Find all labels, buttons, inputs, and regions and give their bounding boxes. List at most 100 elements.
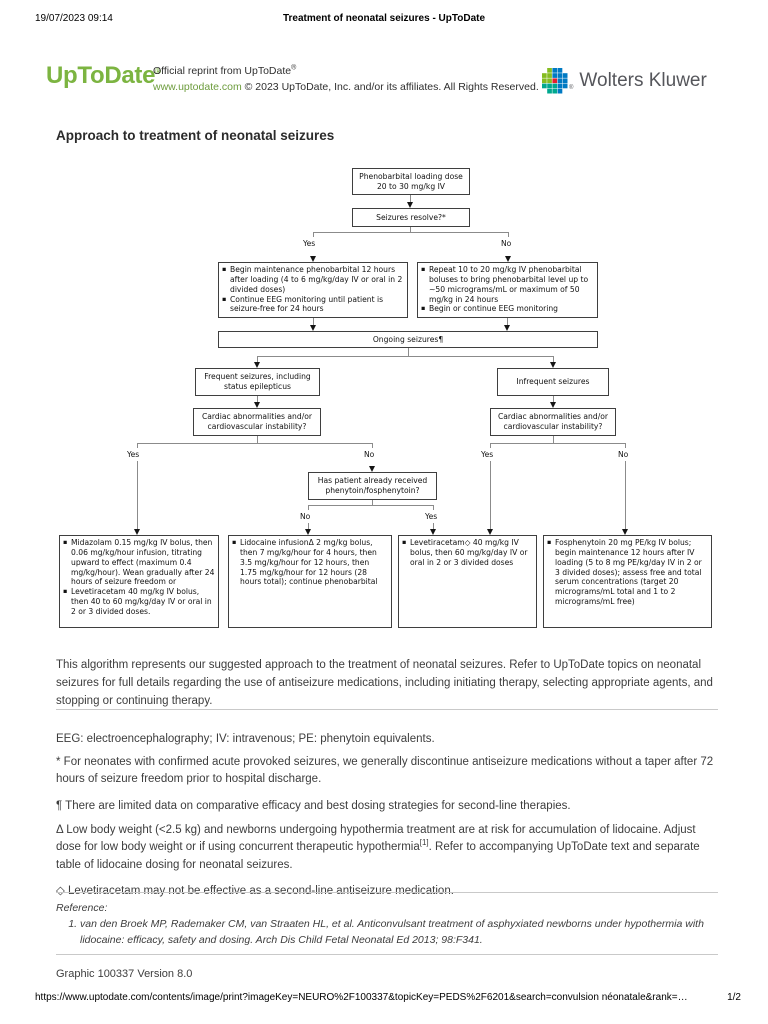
list-item: Lidocaine infusionΔ 2 mg/kg bolus, then … (232, 538, 388, 587)
divider (56, 954, 718, 955)
flow-line (308, 523, 309, 529)
flow-arrow (304, 529, 311, 535)
list-item: van den Broek MP, Rademaker CM, van Stra… (80, 917, 718, 949)
flow-arrow (549, 362, 556, 368)
list-item: Continue EEG monitoring until patient is… (222, 295, 404, 315)
list-item: Repeat 10 to 20 mg/kg IV phenobarbital b… (421, 265, 594, 304)
flowchart: Phenobarbital loading dose 20 to 30 mg/k… (0, 160, 768, 638)
flowchart-box-lidocaine: Lidocaine infusionΔ 2 mg/kg bolus, then … (228, 535, 392, 628)
reference-label: Reference: (56, 902, 108, 914)
flow-line (553, 396, 554, 402)
graphic-version-line: Graphic 100337 Version 8.0 (56, 968, 193, 980)
flow-arrow (253, 362, 260, 368)
branch-label-no: No (364, 450, 375, 459)
flow-line (508, 232, 509, 237)
list-item: Fosphenytoin 20 mg PE/kg IV bolus; begin… (547, 538, 708, 607)
divider (56, 892, 718, 893)
flow-line (410, 195, 411, 203)
flow-arrow (133, 529, 140, 535)
flowchart-box-frequent-seizures: Frequent seizures, including status epil… (195, 368, 320, 396)
flow-line (137, 443, 373, 444)
page-title: Treatment of neonatal seizures - UpToDat… (282, 13, 486, 24)
footnote-delta: Δ Low body weight (<2.5 kg) and newborns… (56, 823, 700, 872)
reprint-note: Official reprint from UpToDate® www.upto… (153, 63, 539, 96)
flow-line (313, 232, 509, 233)
branch-label-yes: Yes (127, 450, 140, 459)
flowchart-box-loading-dose: Phenobarbital loading dose 20 to 30 mg/k… (352, 168, 470, 195)
flow-line (625, 443, 626, 448)
flow-line (625, 461, 626, 529)
list-item: Midazolam 0.15 mg/kg IV bolus, then 0.06… (63, 538, 215, 587)
flow-line (257, 396, 258, 402)
globe-mosaic-icon (542, 68, 568, 94)
flow-line (553, 436, 554, 443)
wolters-kluwer-name: Wolters Kluwer (579, 70, 707, 91)
footnote-star: * For neonates with confirmed acute prov… (56, 755, 714, 786)
branch-label-no: No (618, 450, 629, 459)
flow-line (308, 505, 309, 510)
flow-arrow (504, 256, 511, 262)
document-heading: Approach to treatment of neonatal seizur… (56, 128, 335, 143)
flow-line (433, 523, 434, 529)
flow-line (490, 443, 625, 444)
branch-label-yes: Yes (425, 512, 438, 521)
wolters-kluwer-logo: ® Wolters Kluwer (542, 68, 707, 94)
citation-superscript: [1] (419, 838, 429, 848)
flow-arrow (621, 529, 628, 535)
flow-line (257, 356, 258, 362)
list-item: Levetiracetam◇ 40 mg/kg IV bolus, then 6… (402, 538, 533, 568)
flow-arrow (309, 325, 316, 331)
flow-arrow (486, 529, 493, 535)
flow-line (308, 505, 433, 506)
footer-page-indicator: 1/2 (727, 992, 741, 1003)
flowchart-box-resolved: Begin maintenance phenobarbital 12 hours… (218, 262, 408, 318)
flow-line (372, 443, 373, 448)
flow-arrow (368, 466, 375, 472)
flow-arrow (406, 202, 413, 208)
abbreviations-line: EEG: electroencephalography; IV: intrave… (56, 732, 435, 745)
reprint-line1: Official reprint from UpToDate® (153, 64, 297, 78)
list-item: Begin or continue EEG monitoring (421, 304, 594, 314)
uptodate-link[interactable]: www.uptodate.com (153, 81, 242, 94)
bullet-list: Levetiracetam◇ 40 mg/kg IV bolus, then 6… (402, 538, 533, 568)
bullet-list: Lidocaine infusionΔ 2 mg/kg bolus, then … (232, 538, 388, 587)
branch-label-no: No (501, 239, 512, 248)
bullet-list: Midazolam 0.15 mg/kg IV bolus, then 0.06… (63, 538, 215, 617)
flow-line (410, 227, 411, 233)
flow-arrow (309, 256, 316, 262)
flow-line (408, 348, 409, 356)
flow-line (313, 318, 314, 325)
header-date: 19/07/2023 09:14 (35, 13, 113, 24)
flowchart-box-ongoing-seizures: Ongoing seizures¶ (218, 331, 598, 348)
flowchart-box-not-resolved: Repeat 10 to 20 mg/kg IV phenobarbital b… (417, 262, 598, 318)
footnote-diamond: ◇ Levetiracetam may not be effective as … (56, 884, 454, 897)
flow-line (313, 232, 314, 237)
flowchart-box-midazolam: Midazolam 0.15 mg/kg IV bolus, then 0.06… (59, 535, 219, 628)
flow-arrow (253, 402, 260, 408)
flow-line (490, 443, 491, 448)
divider (56, 709, 718, 710)
footer-url: https://www.uptodate.com/contents/image/… (35, 992, 688, 1003)
flowchart-box-levetiracetam: Levetiracetam◇ 40 mg/kg IV bolus, then 6… (398, 535, 537, 628)
registered-mark: ® (569, 85, 574, 91)
flowchart-box-seizures-resolve: Seizures resolve?* (352, 208, 470, 227)
flow-line (372, 500, 373, 505)
flow-arrow (429, 529, 436, 535)
bullet-list: Fosphenytoin 20 mg PE/kg IV bolus; begin… (547, 538, 708, 607)
flow-line (257, 436, 258, 443)
flow-line (507, 318, 508, 325)
intro-paragraph: This algorithm represents our suggested … (56, 658, 713, 708)
flowchart-box-fosphenytoin: Fosphenytoin 20 mg PE/kg IV bolus; begin… (543, 535, 712, 628)
reference-section: Reference: van den Broek MP, Rademaker C… (56, 902, 718, 949)
uptodate-logo-text: UpToDate (46, 62, 156, 89)
branch-label-yes: Yes (303, 239, 316, 248)
flowchart-box-cardiac-left: Cardiac abnormalities and/or cardiovascu… (193, 408, 321, 436)
flow-arrow (549, 402, 556, 408)
flow-line (433, 505, 434, 510)
bullet-list: Repeat 10 to 20 mg/kg IV phenobarbital b… (421, 265, 594, 314)
reprint-line2: www.uptodate.com © 2023 UpToDate, Inc. a… (153, 81, 539, 94)
flow-line (553, 356, 554, 362)
bullet-list: Begin maintenance phenobarbital 12 hours… (222, 265, 404, 314)
branch-label-no: No (300, 512, 311, 521)
registered-mark: ® (155, 67, 161, 76)
